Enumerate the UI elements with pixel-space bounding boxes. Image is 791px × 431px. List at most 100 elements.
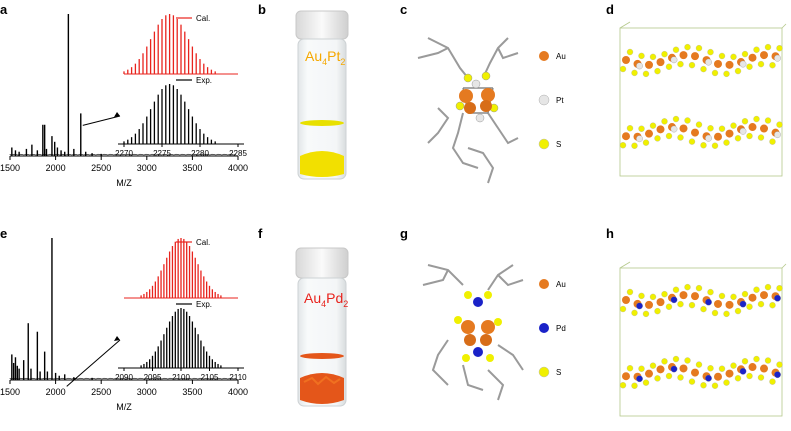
panel-letter-h: h (606, 226, 614, 241)
s-atom (769, 138, 776, 145)
metal-atom (705, 58, 712, 66)
metal-atom (636, 135, 643, 143)
au-atom (760, 51, 768, 60)
x-tick-label: 1500 (0, 163, 20, 173)
au-atom (645, 60, 653, 69)
au-atom (622, 372, 630, 381)
s-atom (746, 63, 753, 70)
au-atom (656, 58, 665, 67)
s-atom (665, 63, 673, 70)
crystal-packing-h (619, 261, 787, 417)
s-atom (764, 43, 772, 51)
metal-atom (670, 365, 678, 373)
s-atom (764, 283, 772, 291)
s-atom (700, 142, 707, 149)
au-atom (691, 368, 699, 377)
au-atom (714, 132, 722, 141)
unit-cell-edge (781, 263, 787, 269)
s-atom (718, 292, 726, 300)
s-atom (776, 121, 783, 128)
metal-atom (705, 134, 712, 142)
au-atom (679, 51, 688, 60)
au-atom (691, 52, 699, 61)
s-atom (711, 382, 719, 389)
s-atom (700, 382, 707, 389)
s-atom (684, 43, 691, 51)
atom-key-pd: Pd (556, 324, 566, 333)
s-atom (654, 67, 661, 75)
x-tick-label: 4000 (228, 163, 248, 173)
s-atom (626, 288, 634, 296)
unit-cell-box (619, 27, 783, 177)
s-atom (654, 135, 661, 142)
s-atom (626, 48, 634, 56)
s-atom (711, 309, 719, 317)
au-atom (679, 124, 688, 133)
inset-x-tick-label: 2105 (201, 373, 219, 382)
s-atom (677, 300, 684, 308)
au-atom (760, 364, 768, 373)
au-atom (760, 124, 768, 133)
metal-atom (739, 127, 747, 135)
metal-atom (636, 302, 643, 310)
s-atom (654, 375, 661, 382)
s-atom (688, 61, 696, 69)
atom-key-bottom-swatches (538, 279, 550, 378)
au-atom (725, 129, 734, 138)
s-atom (723, 70, 730, 77)
s-atom (734, 375, 742, 382)
metal-atom (774, 131, 781, 139)
s-atom (677, 374, 684, 381)
panel-letter-c: c (400, 2, 408, 17)
x-tick-label: 3000 (137, 163, 157, 173)
s-atom (695, 361, 703, 368)
atom-key-au-bottom: Au (556, 280, 566, 289)
x-tick-label: 2000 (46, 163, 66, 173)
legend-exp-label: Exp. (196, 76, 212, 85)
s-atom (684, 117, 691, 124)
s-atom (619, 305, 627, 313)
s-atom (638, 292, 645, 300)
s-atom (619, 382, 627, 389)
s-atom (631, 142, 638, 149)
s-atom (700, 65, 707, 73)
au-atom (679, 364, 688, 373)
s-atom (642, 310, 650, 318)
metal-atom (739, 60, 747, 68)
s-atom (638, 365, 645, 372)
s-atom (638, 52, 645, 60)
s-atom (723, 139, 730, 146)
s-atom (746, 372, 753, 380)
metal-atom (739, 367, 747, 375)
s-atom (661, 358, 668, 365)
s-atom (707, 288, 714, 296)
baseline-noise (9, 377, 237, 380)
s-atom (642, 379, 650, 386)
inset-x-tick-label: 2270 (115, 149, 133, 158)
au-atom (714, 372, 722, 381)
s-atom (688, 378, 696, 385)
inset-x-tick-label: 2275 (153, 149, 171, 158)
x-axis-label: M/Z (116, 402, 132, 412)
au-atom (748, 123, 757, 132)
inset-x-tick-label: 2280 (191, 149, 209, 158)
s-atom (649, 122, 657, 129)
legend-exp-label: Exp. (196, 300, 212, 309)
s-atom (695, 284, 703, 292)
s-atom (764, 357, 772, 364)
s-atom (665, 303, 673, 310)
s-atom (753, 286, 760, 293)
s-atom (626, 125, 634, 132)
au-atom (679, 291, 688, 300)
au-atom (656, 125, 665, 134)
au-atom (691, 128, 699, 137)
x-tick-label: 2500 (91, 163, 111, 173)
au-atom (714, 299, 722, 308)
x-tick-label: 2500 (91, 387, 111, 397)
atom-key-pt: Pt (556, 96, 564, 105)
au-atom (656, 365, 665, 374)
s-atom (661, 50, 668, 58)
au-atom (656, 298, 665, 307)
unit-cell-box (619, 267, 783, 417)
